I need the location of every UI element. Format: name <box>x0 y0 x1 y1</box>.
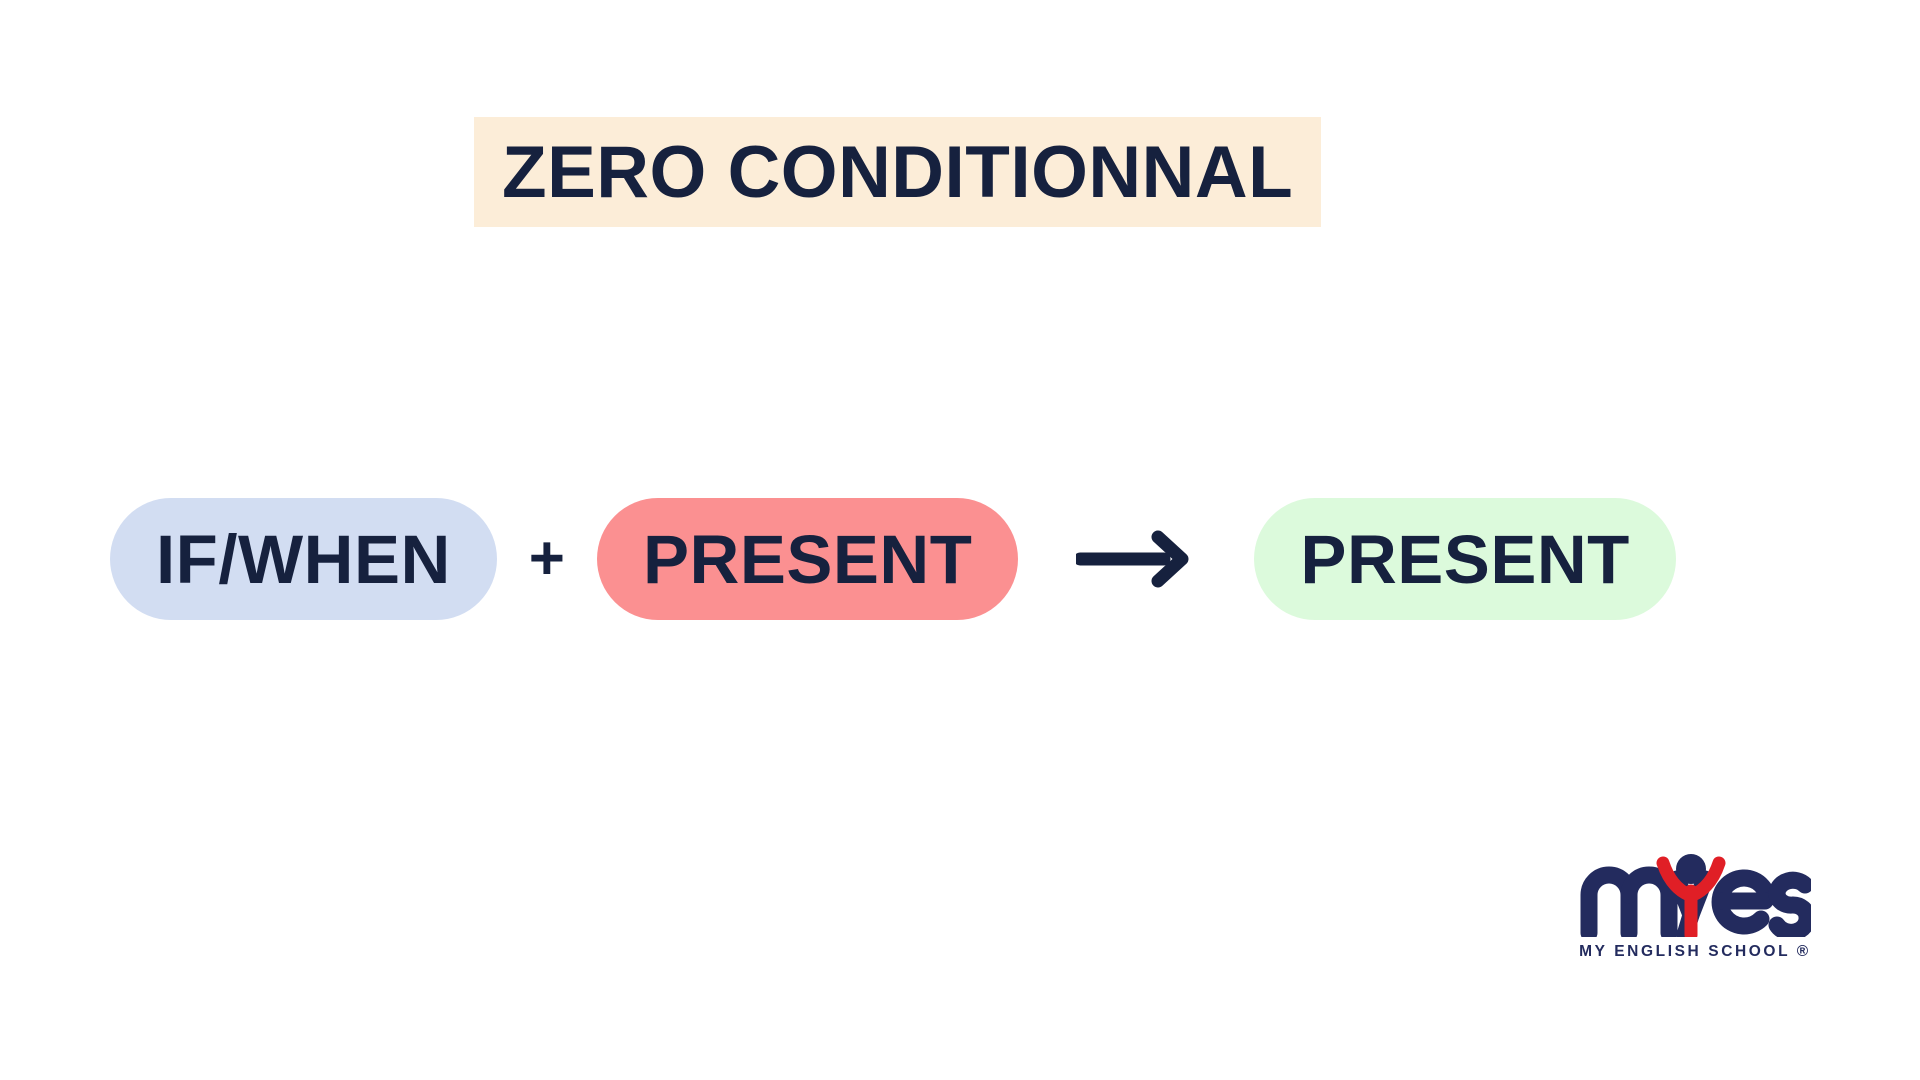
page-title: ZERO CONDITIONNAL <box>502 131 1294 213</box>
formula-row: IF/WHEN + PRESENT PRESENT <box>0 495 1920 623</box>
condition-pill-label: IF/WHEN <box>156 520 451 598</box>
result-tense-label: PRESENT <box>1300 520 1630 598</box>
condition-tense-pill: PRESENT <box>597 498 1019 620</box>
condition-pill: IF/WHEN <box>110 498 497 620</box>
title-banner: ZERO CONDITIONNAL <box>474 117 1322 227</box>
condition-tense-label: PRESENT <box>643 520 973 598</box>
plus-operator: + <box>528 524 566 593</box>
logo-tagline: MY ENGLISH SCHOOL ® <box>1579 943 1811 960</box>
arrow-right-icon <box>1076 530 1196 588</box>
myes-logo-icon <box>1580 854 1811 937</box>
result-tense-pill: PRESENT <box>1254 498 1676 620</box>
brand-logo: MY ENGLISH SCHOOL ® <box>1570 845 1820 960</box>
